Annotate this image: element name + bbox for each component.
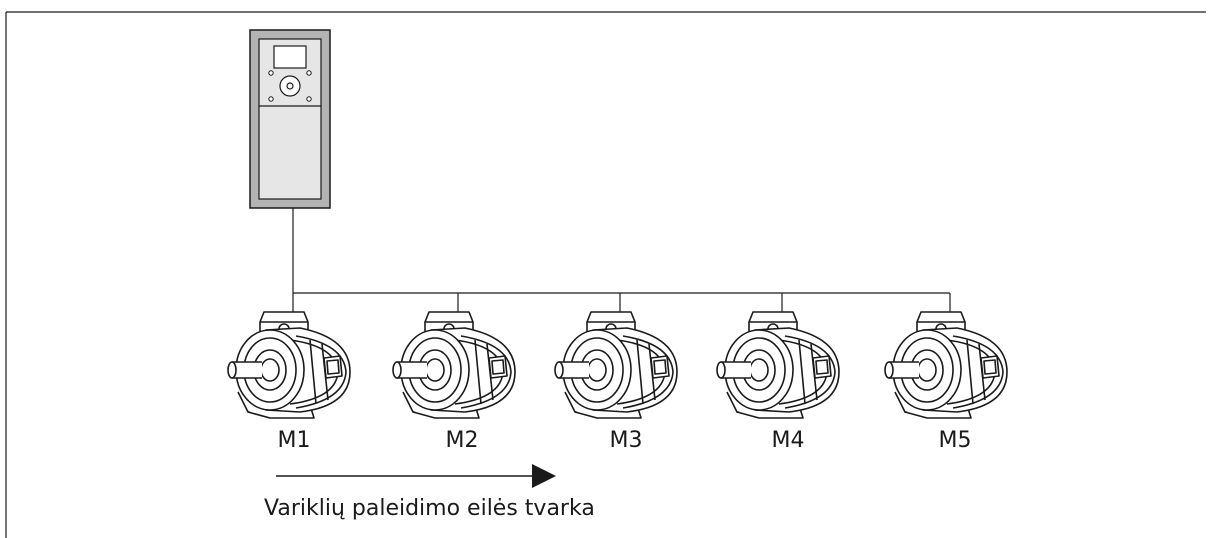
motor-icon [554, 311, 678, 419]
drive-key-icon [268, 96, 274, 102]
motor-label-m4: M4 [771, 428, 805, 453]
wiring [292, 208, 951, 314]
motor-icon [884, 311, 1008, 419]
drive-key-icon [268, 70, 274, 76]
motor-icon [227, 311, 351, 419]
frequency-drive [249, 29, 331, 209]
motor-icon [392, 311, 516, 419]
motor-icon [716, 311, 840, 419]
motor-start-order-caption: Variklių paleidimo eilės tvarka [264, 496, 595, 521]
motor-label-m1: M1 [277, 428, 311, 453]
motor-label-m3: M3 [609, 428, 643, 453]
drive-key-icon [306, 70, 312, 76]
motor-label-m5: M5 [938, 428, 972, 453]
drive-dial-center-icon [286, 82, 294, 90]
drive-front-panel [258, 38, 322, 200]
order-arrow-head [532, 464, 556, 488]
drive-key-icon [306, 96, 312, 102]
motor-label-m2: M2 [445, 428, 479, 453]
drive-keypad-screen [273, 45, 307, 69]
